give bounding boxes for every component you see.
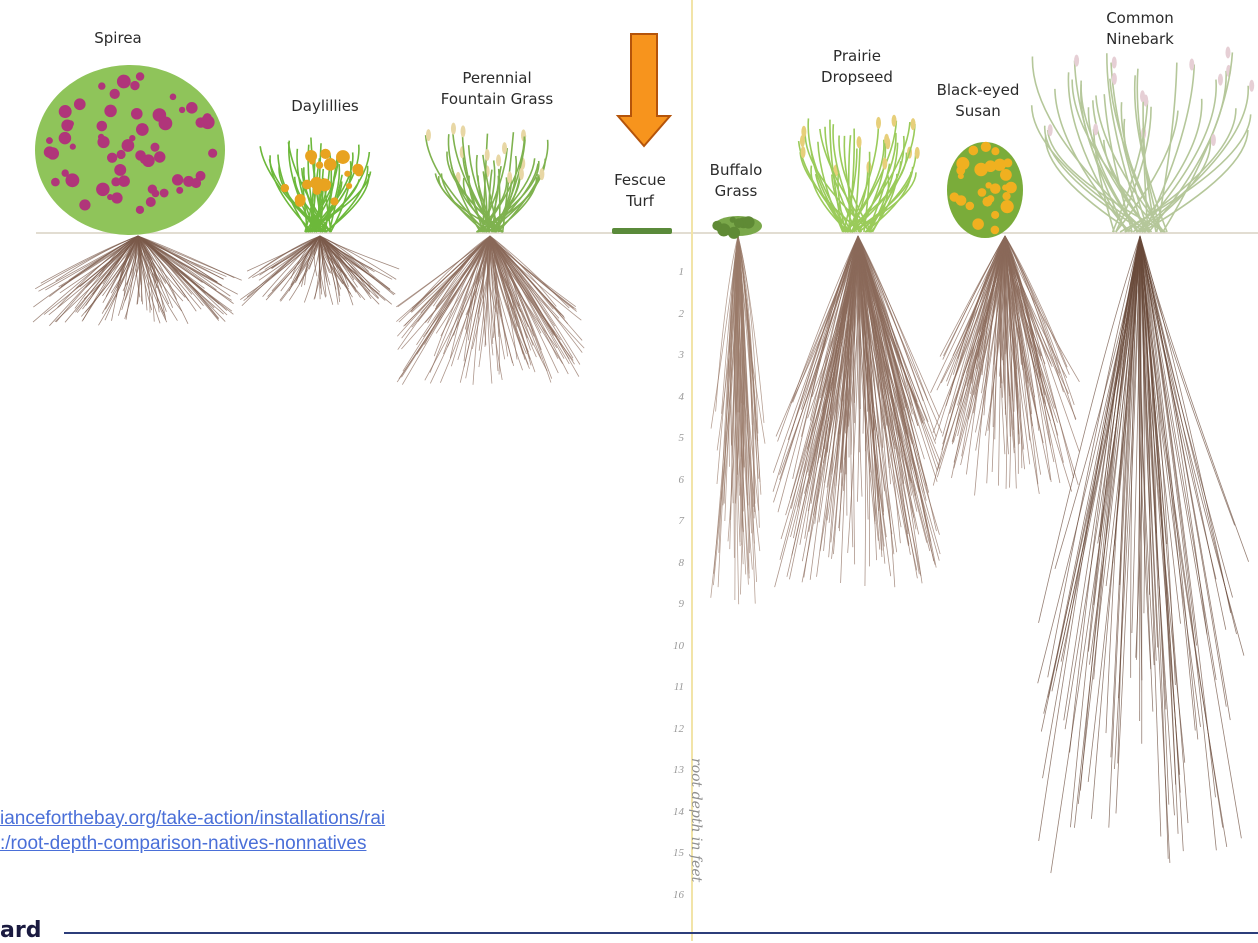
turf-pointer-arrow [618, 34, 670, 146]
susan-roots [931, 236, 1080, 495]
daylillies-flowers [270, 148, 366, 208]
label-prairie-dropseed: Prairie Dropseed [821, 46, 893, 88]
label-fescue-turf: Fescue Turf [614, 170, 666, 212]
depth-tick: 4 [662, 391, 684, 403]
fountain-grass-blades [426, 123, 548, 232]
label-black-eyed-susan: Black-eyed Susan [937, 80, 1020, 122]
footer-title-fragment: ard [0, 918, 41, 943]
depth-tick: 10 [662, 640, 684, 652]
source-link-line-1[interactable]: ianceforthebay.org/take-action/installat… [0, 806, 640, 831]
depth-tick: 2 [662, 308, 684, 320]
roots-layer [33, 236, 1249, 873]
buffalo-grass-tuft [712, 216, 762, 239]
daylillies-roots [240, 236, 399, 306]
ninebark-roots [1038, 236, 1249, 873]
depth-tick: 12 [662, 723, 684, 735]
ninebark-branches [1032, 46, 1255, 232]
dropseed-roots [773, 236, 942, 587]
footer-rule [64, 932, 1258, 934]
label-spirea: Spirea [94, 28, 141, 49]
label-fountain-grass: Perennial Fountain Grass [441, 68, 553, 110]
depth-tick: 15 [662, 847, 684, 859]
depth-tick: 6 [662, 474, 684, 486]
depth-tick: 5 [662, 432, 684, 444]
source-link-line-2[interactable]: :/root-depth-comparison-natives-nonnativ… [0, 831, 640, 856]
source-link[interactable]: ianceforthebay.org/take-action/installat… [0, 806, 640, 856]
depth-tick: 8 [662, 557, 684, 569]
spirea-bush [35, 65, 225, 235]
spirea-roots [33, 236, 242, 326]
depth-tick: 3 [662, 349, 684, 361]
susan-bush [947, 142, 1023, 238]
depth-tick: 13 [662, 764, 684, 776]
depth-tick: 16 [662, 889, 684, 901]
fountain-grass-roots [396, 236, 584, 385]
depth-tick: 9 [662, 598, 684, 610]
fescue-turf-strip [612, 228, 672, 234]
dropseed-blades [799, 115, 920, 232]
depth-axis-title: root depth in feet [688, 758, 704, 882]
depth-tick: 11 [662, 681, 684, 693]
label-common-ninebark: Common Ninebark [1106, 8, 1174, 50]
buffalo-roots [711, 236, 765, 604]
label-buffalo-grass: Buffalo Grass [710, 160, 763, 202]
depth-tick: 14 [662, 806, 684, 818]
depth-tick: 1 [662, 266, 684, 278]
label-daylillies: Daylillies [291, 96, 359, 117]
depth-tick: 7 [662, 515, 684, 527]
